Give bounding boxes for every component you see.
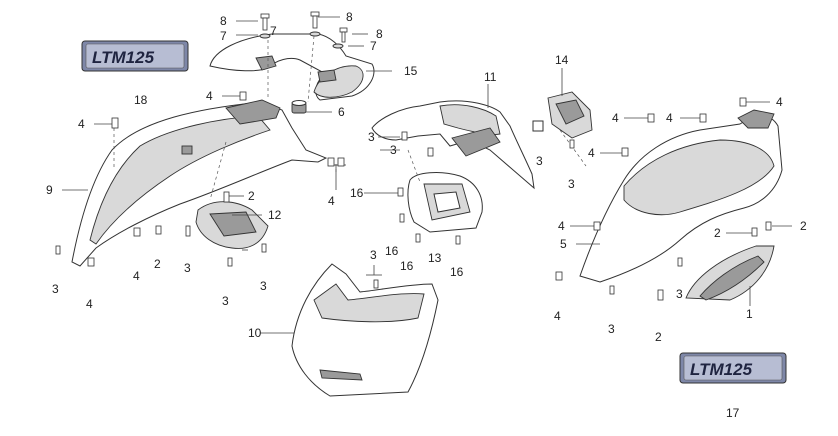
callout-4: 4	[206, 89, 213, 103]
callout-3: 3	[184, 261, 191, 275]
callout-16: 16	[350, 186, 364, 200]
part-13-inner-frame	[407, 172, 483, 233]
callout-3: 3	[370, 248, 377, 262]
callout-4: 4	[554, 309, 561, 323]
badge-part-18: LTM125	[81, 40, 189, 72]
callout-17: 17	[726, 406, 740, 420]
callout-8: 8	[376, 27, 383, 41]
callout-14: 14	[555, 53, 569, 67]
callout-3: 3	[390, 143, 397, 157]
callout-7: 7	[370, 39, 377, 53]
callout-3: 3	[568, 177, 575, 191]
callout-8: 8	[220, 14, 227, 28]
callout-3: 3	[368, 130, 375, 144]
assembly-line	[209, 141, 227, 201]
callout-3: 3	[222, 294, 229, 308]
assembly-line	[307, 35, 315, 103]
callout-2: 2	[154, 257, 161, 271]
fasteners	[55, 91, 772, 301]
badge-logo-text-17: LTM125	[690, 360, 753, 379]
callout-4: 4	[776, 95, 783, 109]
callout-13: 13	[428, 251, 442, 265]
part-9-left-side-cover	[71, 99, 328, 267]
callout-18: 18	[134, 93, 148, 107]
part-12-inner-cover	[195, 201, 269, 249]
callout-labels: 8 8 7 7 8 7 15 6 18 4 4 9 2 12 4 4 2 3 3…	[46, 10, 807, 420]
assembly-line	[559, 129, 587, 167]
callout-7: 7	[220, 29, 227, 43]
callout-3: 3	[536, 154, 543, 168]
callout-1: 1	[746, 307, 753, 321]
callout-4: 4	[588, 146, 595, 160]
callout-4: 4	[612, 111, 619, 125]
part-5-right-side-cover	[579, 109, 783, 283]
callout-2: 2	[248, 189, 255, 203]
part-10-front-lower-cover	[291, 263, 439, 397]
callout-3: 3	[260, 279, 267, 293]
top-screws-7-8	[259, 11, 348, 49]
callout-16: 16	[450, 265, 464, 279]
callout-3: 3	[676, 287, 683, 301]
callout-12: 12	[268, 208, 282, 222]
part-15-rear-grip	[209, 33, 375, 101]
callout-4: 4	[328, 194, 335, 208]
part-14-bracket	[532, 91, 593, 139]
callout-4: 4	[133, 269, 140, 283]
badge-part-17: LTM125	[679, 352, 787, 384]
callout-3: 3	[52, 282, 59, 296]
callout-4: 4	[86, 297, 93, 311]
callout-3: 3	[608, 322, 615, 336]
callout-10: 10	[248, 326, 262, 340]
badge-logo-text-18: LTM125	[92, 48, 155, 67]
callout-4: 4	[558, 219, 565, 233]
part-11-upper-inner-panel	[371, 100, 535, 190]
callout-6: 6	[338, 105, 345, 119]
callout-5: 5	[560, 237, 567, 251]
callout-15: 15	[404, 64, 418, 78]
callout-2: 2	[655, 330, 662, 344]
callout-2: 2	[800, 219, 807, 233]
leader-lines	[62, 16, 792, 334]
callout-7: 7	[270, 24, 277, 38]
callout-2: 2	[714, 226, 721, 240]
part-6-spacer	[291, 100, 307, 114]
callout-4: 4	[78, 117, 85, 131]
callout-11: 11	[484, 70, 497, 84]
callout-16: 16	[385, 244, 399, 258]
callout-8: 8	[346, 10, 353, 24]
callout-4: 4	[666, 111, 673, 125]
part-1-lower-trim	[685, 245, 775, 301]
callout-16: 16	[400, 259, 414, 273]
callout-9: 9	[46, 183, 53, 197]
